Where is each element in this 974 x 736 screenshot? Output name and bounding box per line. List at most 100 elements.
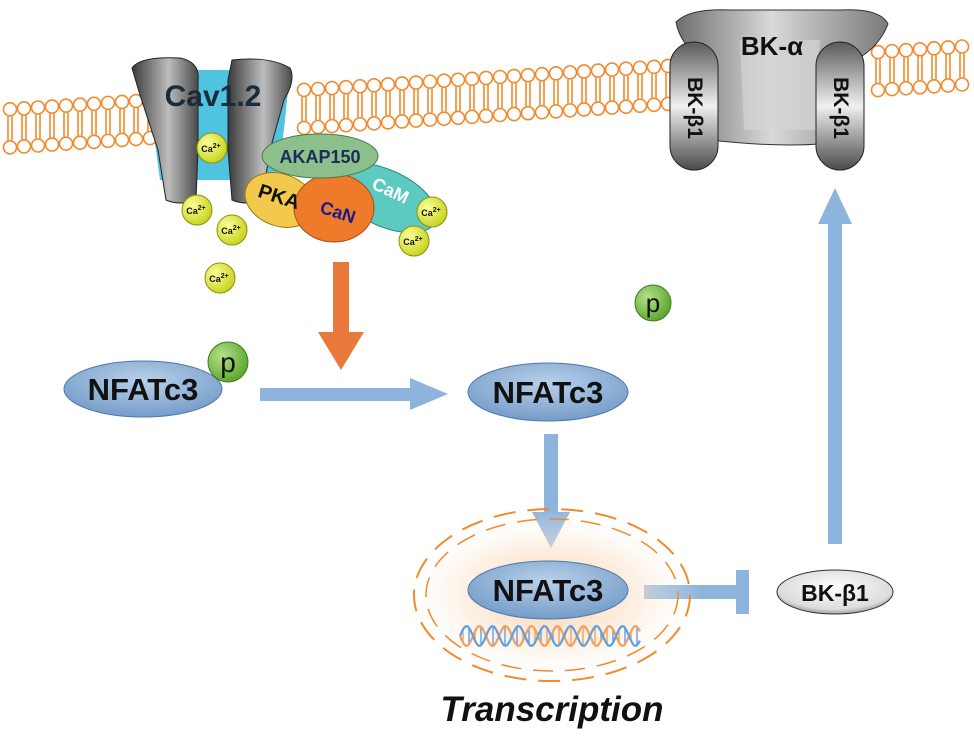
dephosphorylation-arrow-head	[410, 378, 448, 410]
lipid-head	[898, 80, 914, 96]
lipid-head	[912, 41, 928, 57]
lipid-head	[940, 78, 956, 93]
lipid-head	[338, 79, 354, 95]
phosphate-released: p	[634, 284, 672, 322]
bk-beta1-target-label: BK-β1	[801, 580, 869, 606]
calcium-ion: Ca2+	[216, 214, 248, 246]
lipid-head	[478, 108, 494, 124]
bk-beta1-target: BK-β1	[776, 569, 894, 615]
lipid-head	[58, 98, 74, 113]
calcium-ion: Ca2+	[398, 225, 430, 257]
lipid-head	[632, 60, 648, 76]
calcium-ion-shape	[416, 196, 448, 228]
lipid-head	[912, 79, 928, 95]
calcium-ion-label: Ca2+	[221, 225, 241, 236]
lipid-head	[352, 78, 368, 94]
lipid-head	[324, 80, 340, 96]
calcium-ion-label: Ca2+	[403, 236, 423, 247]
lipid-head	[632, 98, 648, 114]
lipid-head	[380, 115, 396, 130]
lipid-head	[58, 136, 74, 151]
nuclear-import-arrow-shaft	[544, 434, 558, 514]
lipid-head	[72, 97, 88, 113]
bk-beta1-target-shape	[776, 569, 894, 615]
lipid-head	[618, 61, 634, 76]
calcium-ion: Ca2+	[416, 196, 448, 228]
lipid-head	[2, 140, 18, 155]
lipid-head	[534, 104, 550, 120]
lipid-head	[380, 77, 396, 92]
transcription-caption: Transcription	[440, 690, 663, 729]
lipid-head	[436, 73, 452, 88]
lipid-head	[16, 101, 32, 116]
lipid-head	[884, 43, 900, 59]
phosphate-bound-label: p	[220, 347, 236, 378]
bk-beta1-left-subunit	[669, 41, 719, 171]
cav12-label: Cav1.2	[165, 80, 262, 113]
lipid-head	[86, 134, 102, 150]
lipid-head	[618, 99, 634, 114]
lipid-head	[296, 82, 312, 98]
lipid-head	[576, 102, 592, 117]
lipid-head	[310, 119, 326, 135]
lipid-head	[520, 67, 536, 83]
lipid-head	[352, 116, 368, 132]
orange-arrow-shaft	[333, 262, 349, 334]
calcium-ion-label: Ca2+	[201, 143, 221, 154]
lipid-head	[72, 135, 88, 151]
lipid-head	[366, 116, 382, 131]
lipid-head	[450, 110, 466, 126]
lipid-head	[100, 133, 116, 149]
lipid-head	[296, 120, 312, 136]
membrane-trafficking-arrow-shaft	[828, 222, 842, 544]
orange-arrow-head	[318, 332, 364, 370]
lipid-head	[562, 103, 578, 118]
lipid-head	[324, 118, 340, 134]
calcium-ions: Ca2+ Ca2+ Ca2+ Ca2+ Ca2+ Ca2+	[181, 132, 448, 294]
lipid-head	[898, 42, 914, 58]
calcineurin-activation-arrow	[318, 262, 364, 370]
nfatc3-nuclear-label: NFATc3	[493, 573, 604, 608]
nfatc3-cyto-shape	[467, 362, 629, 422]
nuclear-envelope-inner	[425, 518, 679, 672]
lipid-head	[604, 100, 620, 115]
lipid-head	[408, 75, 424, 90]
calcium-ion-label: Ca2+	[421, 207, 441, 218]
lipid-head	[450, 72, 466, 88]
phosphate-free-label: p	[646, 288, 660, 318]
lipid-head	[534, 66, 550, 82]
lipid-head	[394, 76, 410, 91]
lipid-head	[590, 63, 606, 78]
lipid-head	[926, 79, 942, 94]
lipid-head	[310, 81, 326, 97]
lipid-head	[436, 111, 452, 126]
lipid-head	[590, 101, 606, 116]
calcium-ion-label: Ca2+	[186, 205, 206, 216]
lipid-head	[940, 40, 956, 55]
akap-complex: PKA CaN CaM AKAP150	[244, 133, 438, 243]
lipid-head	[646, 59, 662, 75]
lipid-head	[16, 139, 32, 154]
lipid-head	[492, 107, 508, 123]
dna-strand	[458, 624, 641, 648]
lipid-head	[366, 78, 382, 93]
bk-beta1-right-label: BK-β1	[829, 77, 852, 139]
cell-membrane	[2, 39, 970, 155]
calcium-ion: Ca2+	[181, 194, 213, 226]
calcium-ion: Ca2+	[196, 132, 228, 164]
lipid-head	[646, 97, 662, 113]
calcium-ion-label: Ca2+	[209, 273, 229, 284]
lipid-head	[30, 138, 46, 153]
nfatc3-phosphorylated: NFATc3 p	[63, 341, 249, 418]
lipid-head	[86, 96, 102, 112]
calcium-ion-shape	[181, 194, 213, 226]
lipid-head	[100, 95, 116, 111]
phosphate-free	[634, 284, 672, 322]
lipid-head	[520, 105, 536, 121]
nfatc3-dephosphorylated: NFATc3	[467, 362, 629, 422]
akap150-subunit	[261, 133, 379, 179]
lipid-head	[506, 68, 522, 84]
dephosphorylation-arrow-shaft	[260, 388, 412, 401]
bk-channel: BK-α BK-β1 BK-β1	[669, 9, 889, 171]
